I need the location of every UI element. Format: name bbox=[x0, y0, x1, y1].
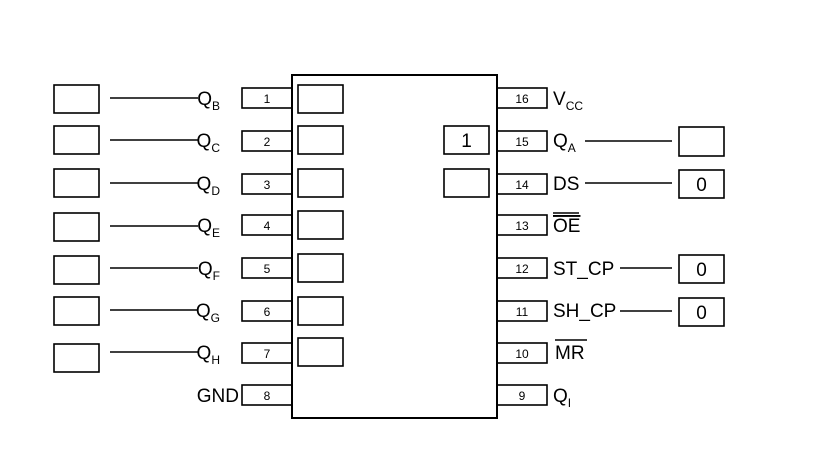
pin-10-number: 10 bbox=[515, 347, 529, 361]
pin-13-number: 13 bbox=[515, 219, 529, 233]
pin-14-number: 14 bbox=[515, 178, 529, 192]
pin-8-group: 8 GND bbox=[197, 384, 293, 407]
pin-8-tab bbox=[241, 384, 293, 406]
st-cp-input-value: 0 bbox=[696, 260, 707, 281]
pin-11-number: 11 bbox=[516, 305, 529, 319]
pin-10-group: 10 MR bbox=[496, 339, 587, 364]
ds-internal-box[interactable] bbox=[443, 168, 490, 198]
pin-16-group: 16 VCC bbox=[496, 87, 583, 113]
pin-14-label: DS bbox=[553, 174, 579, 195]
ds-input-box[interactable] bbox=[678, 169, 725, 199]
ds-input-value: 0 bbox=[696, 175, 707, 196]
pin-14-tab bbox=[496, 173, 548, 195]
pin-5-number: 5 bbox=[264, 262, 271, 276]
output-qg-box[interactable] bbox=[53, 296, 100, 326]
pin-3-label: QD bbox=[197, 174, 221, 198]
pin-11-tab bbox=[496, 300, 548, 322]
register-bit-qf-box[interactable] bbox=[297, 253, 344, 283]
chip-body bbox=[291, 74, 498, 419]
output-qb-box[interactable] bbox=[53, 84, 100, 114]
register-bit-qd-box[interactable] bbox=[297, 168, 344, 198]
output-qh-box[interactable] bbox=[53, 343, 100, 373]
sh-cp-input-box[interactable] bbox=[678, 297, 725, 327]
pin-8-label: GND bbox=[197, 386, 239, 407]
register-bit-qa-value: 1 bbox=[461, 131, 472, 152]
pin-5-group: 5 QF bbox=[53, 253, 344, 285]
pin-6-label: QG bbox=[196, 301, 220, 325]
pin-12-tab bbox=[496, 257, 548, 279]
pin-1-number: 1 bbox=[264, 92, 271, 106]
pin-1-tab bbox=[241, 87, 293, 109]
pin-10-label: MR bbox=[555, 343, 585, 364]
pin-16-tab bbox=[496, 87, 548, 109]
pin-3-group: 3 QD bbox=[53, 168, 344, 198]
pin-16-label: VCC bbox=[553, 89, 583, 113]
pin-2-label: QC bbox=[197, 131, 221, 155]
pin-2-number: 2 bbox=[264, 135, 271, 149]
pin-1-group: 1 QB bbox=[53, 84, 344, 114]
pin-7-tab bbox=[241, 342, 293, 364]
st-cp-input-box[interactable] bbox=[678, 254, 725, 284]
pin-7-label: QH bbox=[197, 343, 220, 367]
register-bit-qb-box[interactable] bbox=[297, 84, 344, 114]
output-qe-box[interactable] bbox=[53, 212, 100, 242]
pin-5-label: QF bbox=[198, 259, 220, 283]
pin-9-tab bbox=[496, 384, 548, 406]
pin-2-group: 2 QC bbox=[53, 125, 344, 155]
register-bit-qh-box[interactable] bbox=[297, 337, 344, 367]
pin-11-label: SH_CP bbox=[553, 301, 616, 322]
pin-2-tab bbox=[241, 130, 293, 152]
pin-4-number: 4 bbox=[264, 219, 271, 233]
pin-4-label: QE bbox=[197, 216, 220, 240]
pin-5-tab bbox=[241, 257, 293, 279]
pin-1-label: QB bbox=[197, 89, 220, 113]
pin-15-label: QA bbox=[553, 131, 576, 155]
pin-9-number: 9 bbox=[519, 389, 526, 403]
register-bit-qa-box[interactable] bbox=[443, 125, 490, 155]
register-bit-qg-box[interactable] bbox=[297, 296, 344, 326]
pin-12-label: ST_CP bbox=[553, 259, 614, 280]
pin-7-group: 7 QH bbox=[53, 337, 344, 373]
pin-11-group: 11 SH_CP 0 bbox=[496, 297, 725, 327]
pin-3-tab bbox=[241, 173, 293, 195]
output-qf-box[interactable] bbox=[53, 255, 100, 285]
pin-6-number: 6 bbox=[264, 305, 271, 319]
pin-13-tab bbox=[496, 214, 548, 236]
pin-15-tab bbox=[496, 130, 548, 152]
register-bit-qe-box[interactable] bbox=[297, 210, 344, 240]
pin-12-group: 12 ST_CP 0 bbox=[496, 254, 725, 284]
pin-10-tab bbox=[496, 342, 548, 364]
output-qd-box[interactable] bbox=[53, 168, 100, 198]
pin-9-group: 9 QI bbox=[496, 384, 571, 410]
pin-6-tab bbox=[241, 300, 293, 322]
pin-15-number: 15 bbox=[515, 135, 529, 149]
pin-15-group: 15 QA 1 bbox=[443, 125, 725, 157]
pin-4-group: 4 QE bbox=[53, 210, 344, 242]
output-qc-box[interactable] bbox=[53, 125, 100, 155]
pin-13-label: OE bbox=[553, 216, 580, 237]
register-bit-qc-box[interactable] bbox=[297, 125, 344, 155]
pin-3-number: 3 bbox=[264, 178, 271, 192]
pin-7-number: 7 bbox=[264, 347, 271, 361]
pin-9-label: QI bbox=[553, 386, 571, 410]
pin-6-group: 6 QG bbox=[53, 296, 344, 326]
pin-4-tab bbox=[241, 214, 293, 236]
pin-16-number: 16 bbox=[515, 92, 529, 106]
pin-13-group: 13 OE bbox=[496, 212, 580, 237]
pin-14-group: 14 DS 0 bbox=[443, 168, 725, 199]
sh-cp-input-value: 0 bbox=[696, 303, 707, 324]
pin-12-number: 12 bbox=[515, 262, 529, 276]
output-qa-box[interactable] bbox=[678, 126, 725, 157]
pin-8-number: 8 bbox=[264, 389, 271, 403]
